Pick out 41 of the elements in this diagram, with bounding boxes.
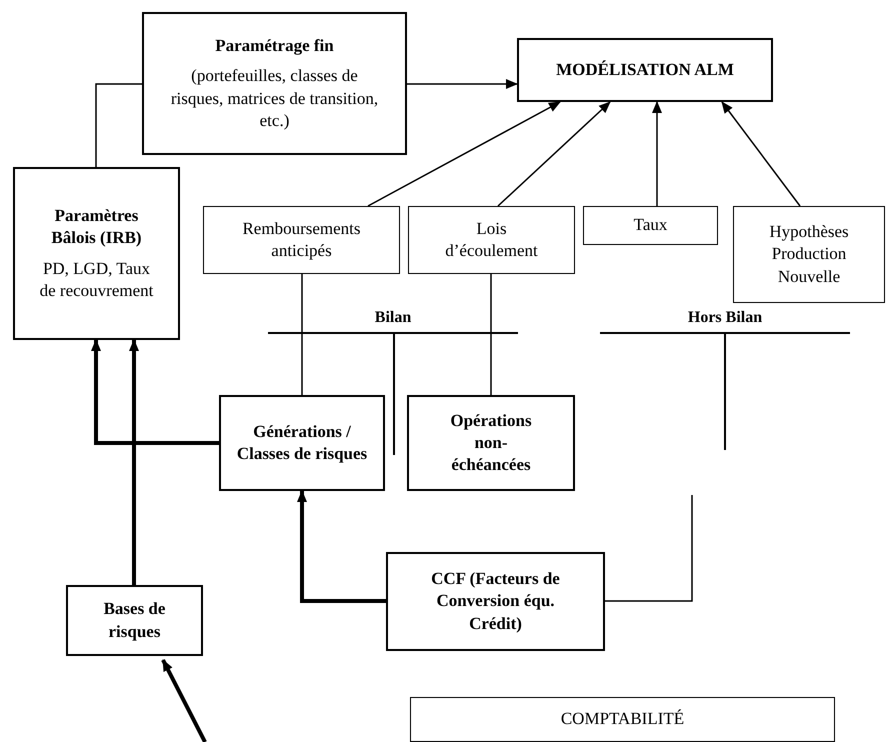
box-text: CCF (Facteurs de Conversion équ. Crédit): [430, 568, 561, 635]
process-box: [66, 585, 203, 656]
arrow: [407, 79, 518, 89]
section-label: Bilan: [374, 309, 412, 327]
process-box: [410, 697, 835, 742]
arrow: [297, 490, 386, 603]
box-heading: Paramètres Bâlois (IRB): [50, 205, 143, 250]
box-text: (portefeuilles, classes de risques, matrices de transition, etc.): [170, 65, 380, 132]
input-box: [583, 206, 718, 245]
process-box: [517, 38, 773, 102]
process-box: [142, 12, 407, 155]
process-box: [407, 395, 575, 491]
process-box: [219, 395, 385, 491]
input-box: [203, 206, 400, 274]
arrow: [721, 101, 801, 206]
box-text: Bases de risques: [102, 598, 166, 643]
input-box: [408, 206, 575, 274]
connector-line: [490, 274, 492, 395]
arrow: [129, 339, 139, 585]
arrow: [91, 339, 219, 445]
box-heading: Paramétrage fin: [215, 35, 334, 58]
arrow: [161, 659, 207, 742]
arrow: [497, 101, 611, 207]
arrow: [652, 101, 662, 206]
input-box: [733, 206, 885, 303]
connector-line: [605, 495, 693, 602]
box-text: Taux: [634, 214, 668, 236]
box-text: Remboursements anticipés: [241, 218, 362, 262]
arrow: [368, 101, 561, 207]
box-text: Opérations non-échéancées: [449, 410, 533, 476]
connector-line: [301, 274, 303, 395]
process-box: [386, 552, 605, 651]
box-text: COMPTABILITÉ: [560, 708, 684, 730]
box-text: PD, LGD, Taux de recouvrement: [38, 258, 154, 302]
box-text: Générations / Classes de risques: [236, 420, 368, 465]
process-box: [13, 167, 180, 340]
box-text: Lois d’écoulement: [444, 218, 539, 262]
box-text: Hypothèses Production Nouvelle: [768, 221, 850, 288]
connector-line: [95, 83, 142, 167]
section-label: Hors Bilan: [688, 309, 762, 327]
box-text: MODÉLISATION ALM: [556, 58, 734, 81]
